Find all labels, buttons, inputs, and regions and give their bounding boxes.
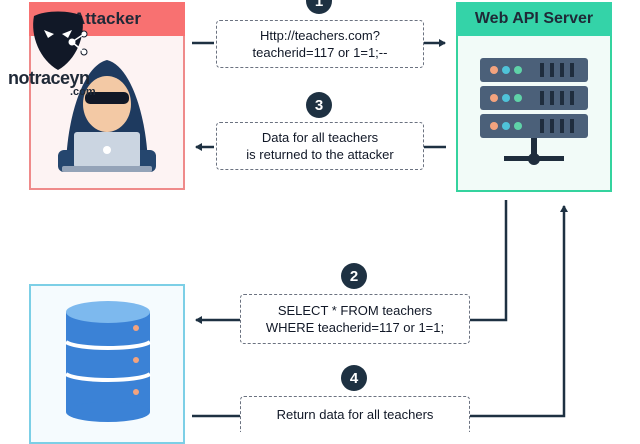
step-badge-2: 2 — [341, 263, 367, 289]
step-badge-4: 4 — [341, 365, 367, 391]
server-rack-icon — [480, 58, 588, 165]
step-badge-1: 1 — [306, 0, 332, 14]
hacker-icon — [58, 60, 156, 172]
message-step-3-line-1: Data for all teachers — [261, 130, 379, 145]
flow-arrows — [192, 39, 568, 418]
message-step-2-line-1: SELECT * FROM teachers — [277, 303, 433, 318]
message-step-3-line-2: is returned to the attacker — [246, 147, 394, 162]
message-step-2: SELECT * FROM teachers WHERE teacherid=1… — [240, 294, 470, 344]
message-step-1-line-2: teacherid=117 or 1=1;-- — [252, 45, 388, 60]
arrow-step-2 — [470, 200, 508, 322]
server-title: Web API Server — [456, 2, 612, 36]
message-step-1-line-1: Http://teachers.com? — [260, 28, 380, 43]
message-step-1: Http://teachers.com? teacherid=117 or 1=… — [216, 20, 424, 68]
step-badge-3: 3 — [306, 92, 332, 118]
message-step-2-line-2: WHERE teacherid=117 or 1=1; — [265, 320, 445, 335]
watermark-suffix: .com — [70, 86, 96, 98]
watermark-brand: notraceyn — [8, 68, 90, 88]
message-step-4-line-1: Return data for all teachers — [276, 407, 434, 422]
message-step-3: Data for all teachers is returned to the… — [216, 122, 424, 170]
message-step-4: Return data for all teachers — [240, 396, 470, 432]
mask-logo-icon — [33, 11, 88, 70]
database-icon — [64, 301, 152, 422]
